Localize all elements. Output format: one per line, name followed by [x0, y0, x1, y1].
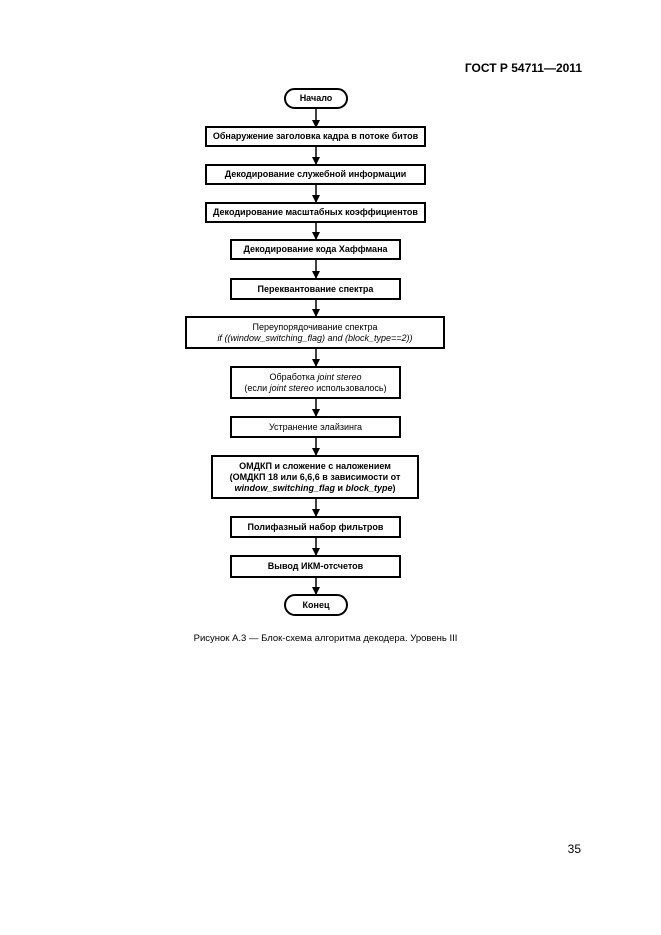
- step-joint-stereo-note-end: использовалось): [313, 382, 387, 393]
- step-scale-factors: Декодирование масштабных коэффициентов: [205, 202, 426, 223]
- step-huffman-label: Декодирование кода Хаффмана: [243, 244, 388, 254]
- step-joint-stereo: Обработка joint stereo (если joint stere…: [230, 366, 401, 399]
- step-antialias: Устранение элайзинга: [230, 416, 401, 438]
- step-imdct-label: ОМДКП и сложение с наложением: [239, 460, 391, 471]
- step-requantize: Переквантование спектра: [230, 278, 401, 300]
- step-imdct-note: (ОМДКП 18 или 6,6,6 в зависимости от: [229, 471, 401, 482]
- step-joint-stereo-note-start: (если: [244, 382, 270, 393]
- step-scale-factors-label: Декодирование масштабных коэффициентов: [213, 207, 418, 217]
- step-imdct-line3: window_switching_flag и block_type): [234, 483, 395, 494]
- step-huffman: Декодирование кода Хаффмана: [230, 239, 401, 260]
- step-imdct-flag: window_switching_flag: [234, 482, 335, 493]
- step-polyphase-label: Полифазный набор фильтров: [247, 521, 384, 532]
- step-imdct-blocktype: block_type: [345, 482, 393, 493]
- step-side-info: Декодирование служебной информации: [205, 164, 426, 185]
- figure-caption: Рисунок А.3 — Блок-схема алгоритма декод…: [0, 633, 661, 644]
- document-header: ГОСТ Р 54711—2011: [464, 61, 582, 75]
- step-imdct-and: и: [334, 482, 346, 493]
- step-joint-stereo-note-term: joint stereo: [269, 382, 314, 393]
- step-frame-header-label: Обнаружение заголовка кадра в потоке бит…: [212, 131, 419, 141]
- page-number: 35: [567, 842, 581, 856]
- end-label: Конец: [302, 599, 330, 610]
- step-frame-header: Обнаружение заголовка кадра в потоке бит…: [205, 126, 426, 147]
- step-antialias-label: Устранение элайзинга: [268, 421, 363, 432]
- start-terminal: Начало: [284, 88, 348, 109]
- step-reorder: Переупорядочивание спектра if ((window_s…: [185, 316, 445, 349]
- step-reorder-label: Переупорядочивание спектра: [252, 321, 378, 332]
- step-pcm-output: Вывод ИКМ-отсчетов: [230, 555, 401, 578]
- step-imdct-paren: ): [392, 482, 396, 493]
- step-reorder-condition: if ((window_switching_flag) and (block_t…: [217, 332, 413, 343]
- end-terminal: Конец: [284, 594, 348, 616]
- figure-caption-text: Рисунок А.3 — Блок-схема алгоритма декод…: [193, 633, 458, 644]
- step-polyphase: Полифазный набор фильтров: [230, 516, 401, 538]
- step-requantize-label: Переквантование спектра: [257, 283, 374, 294]
- step-joint-stereo-term: joint stereo: [317, 371, 362, 382]
- step-joint-stereo-line2: (если joint stereo использовалось): [244, 383, 386, 394]
- step-imdct: ОМДКП и сложение с наложением (ОМДКП 18 …: [211, 455, 419, 499]
- step-joint-stereo-line1: Обработка joint stereo: [270, 372, 362, 383]
- step-side-info-label: Декодирование служебной информации: [224, 169, 407, 179]
- start-label: Начало: [299, 93, 333, 103]
- step-pcm-output-label: Вывод ИКМ-отсчетов: [267, 561, 364, 571]
- step-joint-stereo-text: Обработка: [269, 371, 318, 382]
